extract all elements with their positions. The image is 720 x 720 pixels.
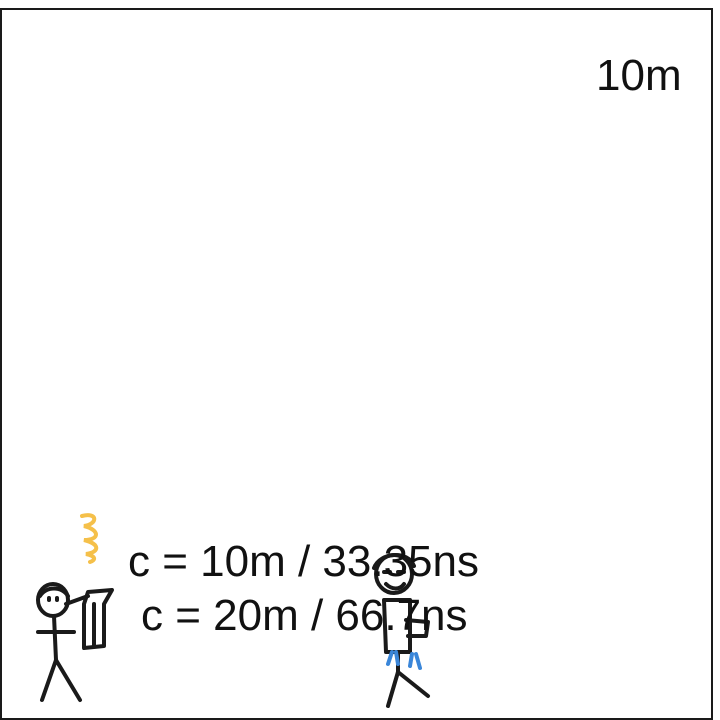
equation-line-2: c = 20m / 66.7ns xyxy=(141,591,468,640)
diagram-frame xyxy=(0,8,713,720)
equation-line-1: c = 10m / 33.35ns xyxy=(128,537,479,586)
distance-label: 10m xyxy=(596,51,682,100)
